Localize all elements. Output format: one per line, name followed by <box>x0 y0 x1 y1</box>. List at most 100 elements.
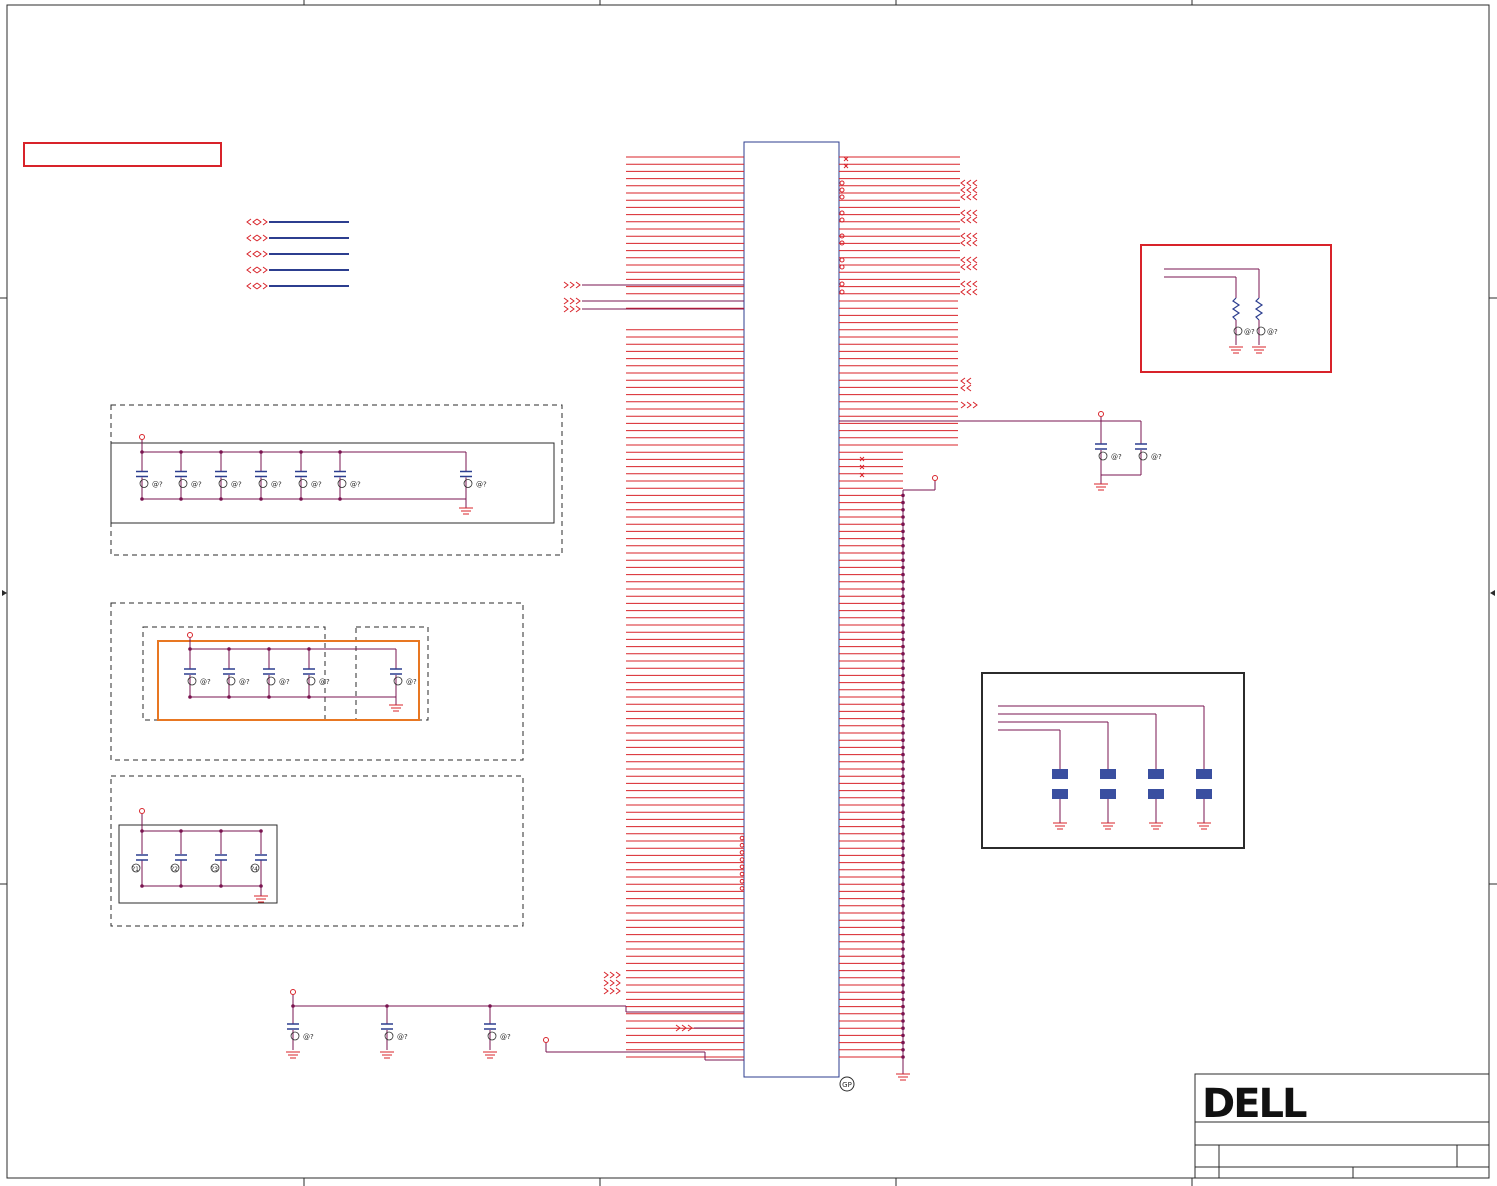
cap-tag: @? <box>500 1033 511 1041</box>
pin-marker <box>739 857 745 862</box>
test-pad <box>1100 789 1116 799</box>
cap-tag: @? <box>319 678 330 686</box>
junction <box>227 647 231 651</box>
capacitor: ?1 <box>131 831 148 886</box>
cap-tag: @? <box>200 678 211 686</box>
input-connector <box>563 281 581 289</box>
pin-marker <box>739 835 745 841</box>
capacitor: @? <box>255 452 282 499</box>
res-tag-icon <box>1256 326 1266 336</box>
no-connect-mark <box>859 464 865 470</box>
ic-left-pins <box>563 156 745 1058</box>
decoupling-group-3: ?1?2?3?4 <box>110 775 524 927</box>
cap-tag: @? <box>279 678 290 686</box>
junction <box>259 450 263 454</box>
dell-logo-text: DELL <box>1202 1081 1307 1127</box>
junction <box>140 450 144 454</box>
junction <box>267 695 271 699</box>
cap-tag-icon <box>226 676 236 686</box>
cap-tag: @? <box>476 481 487 489</box>
junction <box>140 497 144 501</box>
ground-symbol <box>1094 483 1108 491</box>
ground-symbol <box>286 1051 300 1059</box>
cap-tag-icon <box>187 676 197 686</box>
ground-symbol <box>483 1051 497 1059</box>
cap-tag-icon <box>1098 451 1108 461</box>
capacitor: @? <box>303 649 330 697</box>
input-connector <box>603 971 621 979</box>
junction <box>179 497 183 501</box>
bus-connector-out <box>256 250 268 258</box>
test-pad <box>1148 769 1164 779</box>
capacitor: @? <box>1135 421 1162 475</box>
cap-tag-icon <box>139 479 149 488</box>
bus-connector-out <box>256 234 268 242</box>
no-connect-mark <box>843 156 849 162</box>
output-connector <box>960 239 978 247</box>
cap-tag-icon <box>384 1031 394 1041</box>
junction <box>179 829 183 833</box>
junction <box>338 497 342 501</box>
junction <box>259 497 263 501</box>
junction <box>179 450 183 454</box>
ic-ref-tag: GP <box>839 1076 855 1092</box>
junction <box>219 884 223 888</box>
cap-tag: @? <box>1111 453 1122 461</box>
capacitor: @? <box>215 452 242 499</box>
res-tag: @? <box>1267 328 1278 336</box>
capacitor: @? <box>390 649 417 697</box>
cap-tag: @? <box>397 1033 408 1041</box>
decoupling-group-2: @? @? @? @? @? <box>110 602 524 761</box>
no-connect-mark <box>859 472 865 478</box>
bus-connector-in <box>246 266 258 274</box>
bus-connector-out <box>256 266 268 274</box>
ground-symbol <box>459 507 473 515</box>
test-pad <box>1148 789 1164 799</box>
junction <box>227 695 231 699</box>
junction <box>385 1004 389 1008</box>
cap-tag-icon <box>131 863 141 873</box>
dell-logo: DELL <box>1202 1081 1309 1127</box>
ground-symbol <box>389 704 403 712</box>
output-connector <box>960 256 978 264</box>
junction <box>307 647 311 651</box>
pin-marker <box>839 217 845 223</box>
junction <box>338 450 342 454</box>
capacitor: @? <box>223 649 250 697</box>
cap-tag: @? <box>311 481 322 489</box>
ground-symbol <box>254 895 268 903</box>
cap-tag-icon <box>258 479 268 488</box>
junction <box>307 695 311 699</box>
junction <box>291 1004 295 1008</box>
cap-tag: ?2 <box>171 866 178 873</box>
cap-tag: @? <box>239 678 250 686</box>
resistor: @? <box>1229 277 1255 354</box>
main-ic-body <box>743 141 840 1078</box>
test-pad <box>1100 769 1116 779</box>
cap-tag-icon <box>290 1031 300 1041</box>
junction <box>219 497 223 501</box>
output-connector <box>960 263 978 271</box>
cap-tag-icon <box>337 479 347 488</box>
output-connector <box>960 401 978 409</box>
junction <box>219 450 223 454</box>
left-bus-connectors <box>246 218 349 290</box>
pin-marker <box>839 180 845 186</box>
junction <box>299 497 303 501</box>
cap-tag: ?4 <box>251 866 258 873</box>
output-connector <box>960 384 972 392</box>
ground-symbol <box>380 1051 394 1059</box>
junction <box>188 647 192 651</box>
supply-node <box>543 1037 549 1043</box>
cap-tag-icon <box>463 479 473 488</box>
cap-tag-icon <box>393 676 403 686</box>
cap-tag-icon <box>210 863 220 873</box>
ic-ref-text: GP <box>842 1081 852 1089</box>
cap-tag: @? <box>350 481 361 489</box>
cap-tag-icon <box>170 863 180 873</box>
junction <box>140 884 144 888</box>
cap-tag-icon <box>178 479 188 488</box>
right-capacitor-pair: @? @? <box>1094 411 1162 491</box>
pin-marker <box>739 886 745 891</box>
